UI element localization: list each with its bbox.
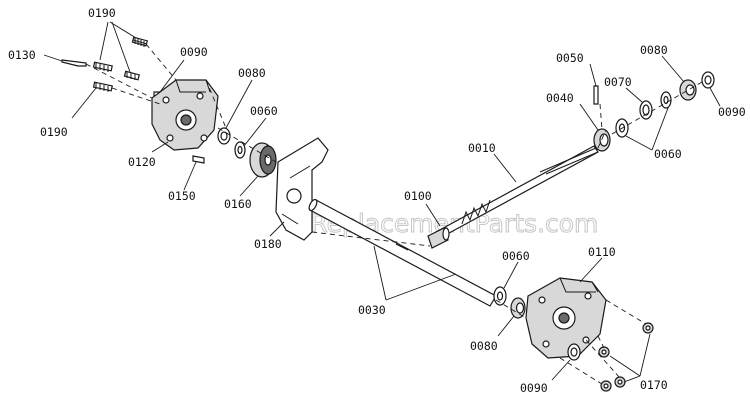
part-spring xyxy=(461,199,491,225)
label-0060-right[interactable]: 0060 xyxy=(654,147,682,161)
label-0170[interactable]: 0170 xyxy=(640,378,668,392)
part-0080-bearing-lower[interactable] xyxy=(510,297,526,319)
part-0090-seal-upper[interactable] xyxy=(701,71,715,89)
label-0160[interactable]: 0160 xyxy=(224,197,252,211)
part-0110-housing[interactable] xyxy=(525,277,607,359)
part-0060-washer[interactable] xyxy=(234,141,246,159)
part-0160-gear[interactable] xyxy=(249,142,277,178)
part-0170-nuts[interactable] xyxy=(598,322,654,392)
label-0090-lower[interactable]: 0090 xyxy=(520,381,548,395)
label-0150[interactable]: 0150 xyxy=(168,189,196,203)
part-0120-housing[interactable] xyxy=(151,79,219,151)
label-0030[interactable]: 0030 xyxy=(358,303,386,317)
label-0090-left[interactable]: 0090 xyxy=(180,45,208,59)
label-0110[interactable]: 0110 xyxy=(588,245,616,259)
label-0010[interactable]: 0010 xyxy=(468,141,496,155)
label-0130[interactable]: 0130 xyxy=(8,48,36,62)
part-0150-key[interactable] xyxy=(192,155,205,164)
label-0080-left[interactable]: 0080 xyxy=(238,66,266,80)
label-0180[interactable]: 0180 xyxy=(254,237,282,251)
part-0090-seal-lower[interactable] xyxy=(567,343,581,361)
part-0050-pin[interactable] xyxy=(593,85,599,105)
part-0100-bushing[interactable] xyxy=(427,227,450,249)
label-0060-left[interactable]: 0060 xyxy=(250,104,278,118)
label-0060-lower[interactable]: 0060 xyxy=(502,249,530,263)
assembly-lines xyxy=(85,43,703,385)
label-0040[interactable]: 0040 xyxy=(546,91,574,105)
label-0080-upper[interactable]: 0080 xyxy=(640,43,668,57)
label-0120[interactable]: 0120 xyxy=(128,155,156,169)
part-0080-bearing-upper[interactable] xyxy=(679,79,697,101)
part-labels: 0190 0130 0090 0190 0080 0060 0120 0150 … xyxy=(8,6,746,395)
label-0090-upper[interactable]: 0090 xyxy=(718,105,746,119)
label-0190-top[interactable]: 0190 xyxy=(88,6,116,20)
label-0050[interactable]: 0050 xyxy=(556,51,584,65)
part-0060-washer-upper[interactable] xyxy=(660,91,672,109)
part-0130-screw[interactable] xyxy=(61,59,87,67)
part-0040-bearing[interactable] xyxy=(593,128,611,152)
leader-lines xyxy=(43,21,721,383)
label-0080-lower[interactable]: 0080 xyxy=(470,339,498,353)
part-0190-screws[interactable] xyxy=(92,36,149,92)
label-0100[interactable]: 0100 xyxy=(404,189,432,203)
part-0080-bearing[interactable] xyxy=(217,127,231,145)
part-0030-tube[interactable] xyxy=(308,198,497,307)
label-0190-bottom[interactable]: 0190 xyxy=(40,125,68,139)
part-0070-ring[interactable] xyxy=(639,100,653,120)
label-0070[interactable]: 0070 xyxy=(604,75,632,89)
